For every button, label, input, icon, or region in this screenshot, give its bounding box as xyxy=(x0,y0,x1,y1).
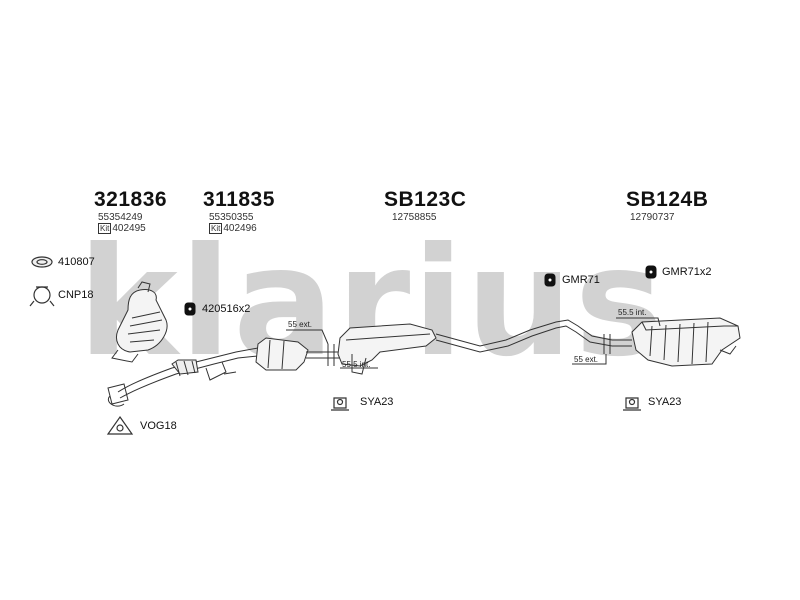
accessory-label-vog18: VOG18 xyxy=(140,420,177,432)
leader-55-ext-left xyxy=(286,329,329,345)
oe-number: 55354249 xyxy=(98,212,143,223)
accessory-label-420516x2: 420516x2 xyxy=(202,303,251,315)
kit-number: Kit 402495 xyxy=(98,223,167,234)
small-hanger xyxy=(223,371,237,375)
part-number: 311835 xyxy=(203,188,275,211)
part-block-321836: 321836 55354249 Kit 402495 xyxy=(94,188,167,234)
catalytic-converter-321836 xyxy=(111,281,168,363)
rubber-mount-gmr71-icon xyxy=(544,273,556,287)
kit-value: 402495 xyxy=(112,223,146,234)
dimension-55-5-int-mid: 55.5 int. xyxy=(342,360,371,369)
kit-number: Kit 402496 xyxy=(209,223,275,234)
part-number: 321836 xyxy=(94,188,168,211)
part-block-sb123c: SB123C 12758855 xyxy=(384,188,466,223)
accessory-label-410807: 410807 xyxy=(58,256,95,268)
clamp-cnp18-icon xyxy=(29,286,55,307)
kit-icon: Kit xyxy=(209,223,223,234)
dimension-55-5-int-right: 55.5 int. xyxy=(618,308,647,317)
oe-number: 55350355 xyxy=(209,212,254,223)
rear-muffler-sb124b xyxy=(612,317,741,367)
kit-value: 402496 xyxy=(223,223,257,234)
dimension-55-ext-left: 55 ext. xyxy=(288,320,313,329)
dimension-55-ext-right: 55 ext. xyxy=(574,355,599,364)
leader-55-ext-right xyxy=(572,354,607,365)
oe-number: 12758855 xyxy=(392,212,437,223)
joint-clamp-left xyxy=(327,344,335,366)
part-block-311835: 311835 55350355 Kit 402496 xyxy=(203,188,275,234)
gasket-ring-icon xyxy=(31,256,53,268)
accessory-label-sya23-left: SYA23 xyxy=(360,396,394,408)
leader-55-5-int-right xyxy=(616,317,661,327)
kit-icon: Kit xyxy=(98,223,112,234)
part-number: SB123C xyxy=(384,188,467,211)
vog18-flange-icon xyxy=(106,415,134,435)
part-number: SB124B xyxy=(626,188,709,211)
accessory-label-gmr71: GMR71 xyxy=(562,274,600,286)
sya23-left-hanger-icon xyxy=(331,397,349,411)
oe-number: 12790737 xyxy=(630,212,675,223)
accessory-label-cnp18: CNP18 xyxy=(58,289,94,301)
rubber-mount-gmr71x2-icon xyxy=(645,265,657,279)
rubber-mount-420516-icon xyxy=(184,302,196,316)
joint-clamp-right xyxy=(603,334,611,354)
accessory-label-sya23-right: SYA23 xyxy=(648,396,682,408)
front-pipe-311835 xyxy=(107,337,330,407)
sya23-right-hanger-icon xyxy=(623,397,641,411)
middle-muffler-sb123c xyxy=(330,319,613,375)
accessory-label-gmr71x2: GMR71x2 xyxy=(662,266,712,278)
part-block-sb124b: SB124B 12790737 xyxy=(626,188,708,223)
